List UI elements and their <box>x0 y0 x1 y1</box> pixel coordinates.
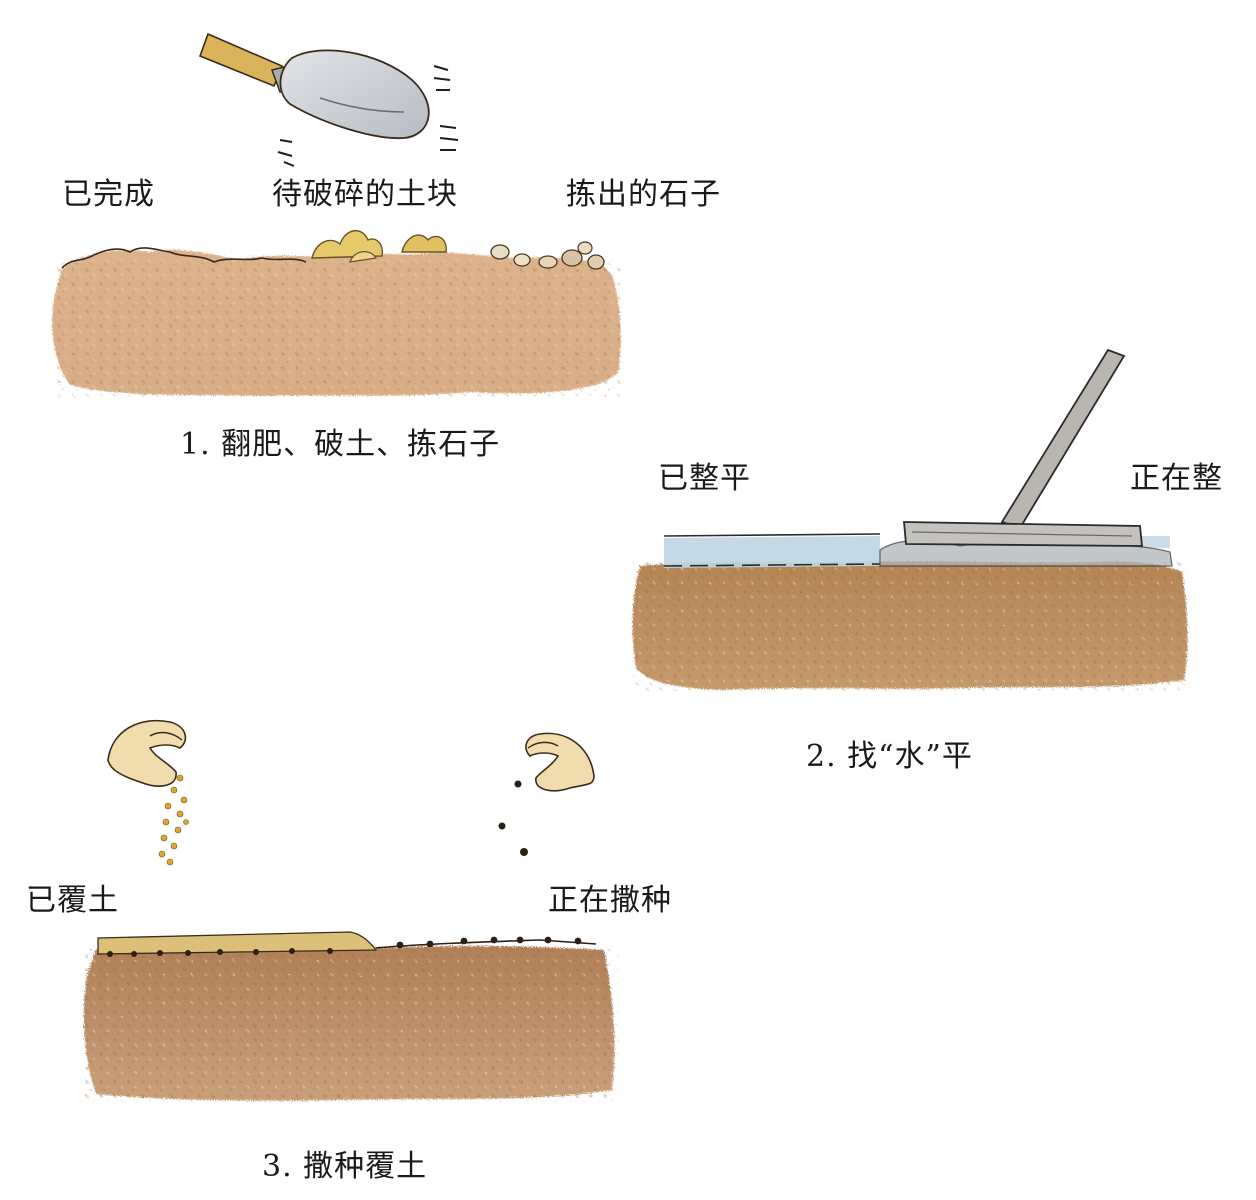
step1-soil-block <box>52 247 621 396</box>
label-covered: 已覆土 <box>26 883 119 918</box>
label-clods-to-break: 待破碎的土块 <box>272 177 458 212</box>
caption-step3: 3. 撒种覆土 <box>262 1149 428 1184</box>
seed-row-icon <box>107 936 582 957</box>
label-leveled: 已整平 <box>658 461 751 496</box>
caption-step1: 1. 翻肥、破土、拣石子 <box>180 427 501 462</box>
hand-sprinkling-soil-icon <box>107 719 189 866</box>
label-sowing: 正在撒种 <box>548 883 672 918</box>
step2-soil-block <box>632 561 1188 690</box>
shovel-icon <box>198 32 459 167</box>
hand-sowing-seeds-icon <box>498 732 595 856</box>
step3-soil-block <box>82 945 618 1102</box>
stones-icon <box>490 241 605 270</box>
rake-icon <box>903 348 1143 547</box>
clods-icon <box>311 230 447 263</box>
covered-soil-layer <box>97 931 597 955</box>
label-done: 已完成 <box>62 177 155 212</box>
label-leveling: 正在整 <box>1130 461 1223 496</box>
caption-step2: 2. 找“水”平 <box>806 739 973 774</box>
label-removed-stones: 拣出的石子 <box>566 177 721 212</box>
